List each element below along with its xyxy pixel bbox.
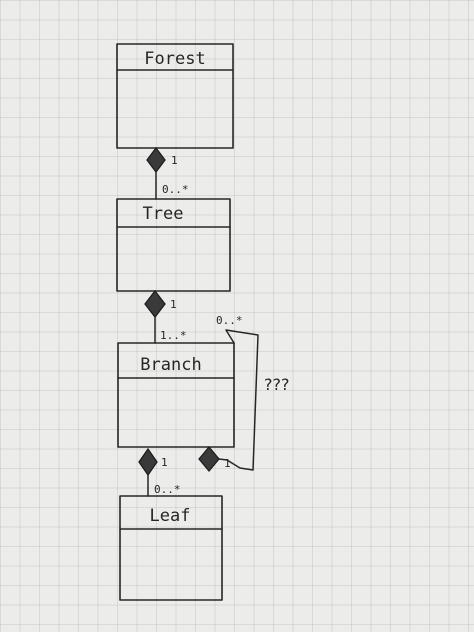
self-composition-branch: 1 0..* bbox=[198, 314, 259, 473]
association-line-branch-self bbox=[218, 329, 259, 471]
class-tree-name: Tree bbox=[143, 204, 184, 224]
composition-diamond-branch-leaf bbox=[138, 447, 158, 477]
composition-diamond-branch-self bbox=[198, 445, 220, 473]
multiplicity-forest-tree-whole: 1 bbox=[171, 154, 178, 167]
multiplicity-forest-tree-part: 0..* bbox=[162, 183, 189, 196]
composition-diamond-forest bbox=[146, 146, 166, 174]
class-forest-box bbox=[116, 43, 234, 149]
question-marks-note: ??? bbox=[264, 375, 289, 394]
multiplicity-tree-branch-whole: 1 bbox=[170, 298, 177, 311]
class-leaf-name: Leaf bbox=[150, 506, 191, 526]
class-branch: Branch bbox=[117, 342, 235, 448]
composition-forest-tree: 1 0..* bbox=[146, 146, 189, 200]
composition-branch-leaf: 1 0..* bbox=[138, 447, 181, 497]
multiplicity-tree-branch-part: 1..* bbox=[160, 329, 187, 342]
composition-tree-branch: 1 1..* bbox=[144, 289, 187, 344]
class-branch-box bbox=[117, 342, 235, 448]
class-forest-name: Forest bbox=[144, 49, 205, 69]
class-leaf: Leaf bbox=[119, 495, 223, 601]
multiplicity-branch-leaf-whole: 1 bbox=[161, 456, 168, 469]
class-forest: Forest bbox=[116, 43, 234, 149]
class-tree: Tree bbox=[116, 198, 231, 292]
multiplicity-branch-self-whole: 1 bbox=[224, 457, 231, 470]
multiplicity-branch-self-part: 0..* bbox=[216, 314, 243, 327]
class-leaf-box bbox=[119, 495, 223, 601]
multiplicity-branch-leaf-part: 0..* bbox=[154, 483, 181, 496]
class-tree-box bbox=[116, 198, 231, 292]
class-branch-name: Branch bbox=[140, 355, 201, 375]
composition-diamond-tree bbox=[144, 289, 166, 319]
